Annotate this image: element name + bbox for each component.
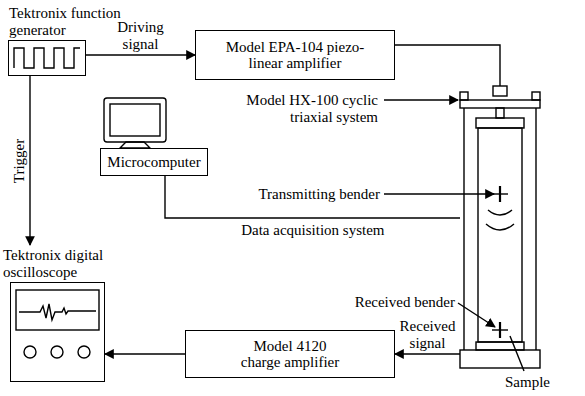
node-text: Model 4120 charge amplifier [237,338,343,371]
signal-line [29,76,30,245]
transmitting-bender [492,193,508,194]
signal-line [105,353,185,354]
signal-line [165,176,460,218]
computer-box: Microcomputer [100,148,208,176]
part-label: Transmitting bender [258,186,380,203]
pedestal [476,342,524,350]
signal-line [395,353,460,354]
signal-label: Data acquisition system [241,222,385,239]
frame-nut [460,92,468,100]
leader-line [510,336,524,371]
scope-screen [16,290,99,330]
monitor-case [104,98,166,142]
frame-post [535,108,536,350]
signal-label: Received signal [396,318,460,351]
node-text: Model EPA-104 piezo-linear amplifier [220,39,370,72]
function-generator: Tektronix function generator [8,40,86,76]
top-cap [476,118,524,128]
amplifier-box: Model EPA-104 piezo-linear amplifier [195,30,395,80]
wave-front [486,224,514,230]
signal-label: Trigger [11,138,28,182]
node-text: Microcomputer [107,154,200,171]
leader-line [458,303,495,327]
received-bender [492,329,508,330]
scope-knob [51,346,63,358]
part-label: Sample [505,374,550,391]
loading-rod [496,108,504,118]
load-connector [493,86,507,96]
scope-knob [24,346,36,358]
signal-label: Driving signal [110,19,172,52]
soil-sample [478,128,522,342]
node-heading: Model HX-100 cyclic triaxial system [210,92,378,125]
base-plate [460,350,540,368]
scope-trace [19,304,96,320]
frame-crossbar [460,100,540,108]
monitor-screen [110,104,160,136]
triaxial-system: Model HX-100 cyclic triaxial system [460,86,540,368]
frame-nut [532,92,540,100]
drawing-group [14,48,540,371]
wave-front [488,210,512,215]
signal-line [395,45,500,86]
leader-line [384,99,458,100]
node-heading: Tektronix digital oscilloscope [3,247,133,280]
oscilloscope: Tektronix digital oscilloscope [10,282,105,382]
frame-post [463,108,464,350]
scope-knob [78,346,90,358]
part-label: Received bender [355,294,455,311]
leader-line [384,193,494,194]
square-wave [14,48,80,68]
signal-line [86,54,195,55]
charge-amplifier-box: Model 4120 charge amplifier [185,330,395,378]
